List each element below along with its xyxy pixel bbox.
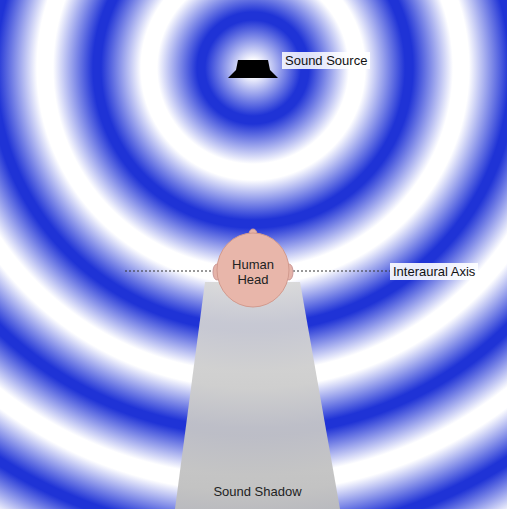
shadow-outline [175,282,340,509]
shadow-label: Sound Shadow [213,484,301,499]
source-label: Sound Source [282,52,370,69]
axis-label: Interaural Axis [390,263,478,280]
speaker-symbol [228,60,278,78]
head-label: Human Head [223,257,283,287]
sound-shadow-band: Sound Shadow [175,282,340,509]
head-circle: Human Head [212,230,294,308]
